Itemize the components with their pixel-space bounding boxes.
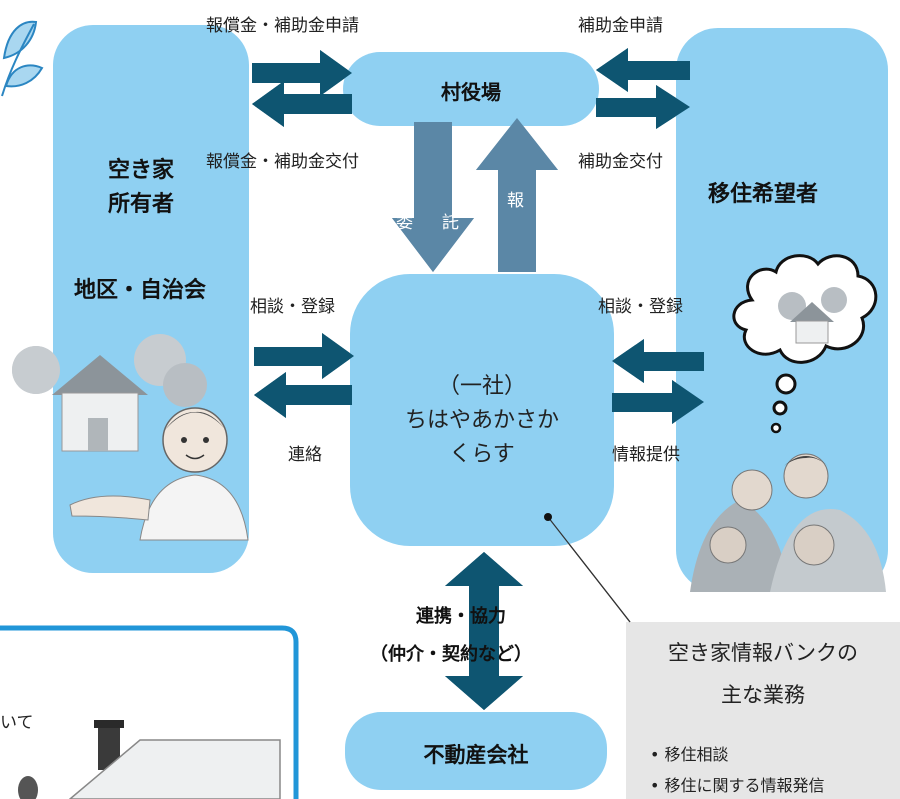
edge-contact: 連絡 bbox=[288, 445, 322, 465]
village-office-node bbox=[343, 52, 599, 126]
center-label-line2: ちはやあかさか bbox=[404, 408, 559, 433]
center-label-line3: くらす bbox=[449, 442, 515, 467]
bank-title-line1: 空き家情報バンクの bbox=[667, 641, 859, 665]
edge-office-to-owner: 報償金・補助金交付 bbox=[206, 152, 359, 172]
edge-info: 情報提供 bbox=[612, 445, 680, 465]
realestate-label: 不動産会社 bbox=[423, 743, 529, 767]
bank-item: • 移住に関する情報発信 bbox=[650, 776, 825, 795]
edge-entrust-2: 託 bbox=[442, 213, 459, 233]
info-frame bbox=[0, 625, 299, 799]
edge-cooperation-line1: 連携・協力 bbox=[416, 606, 506, 627]
edge-migrant-consult: 相談・登録 bbox=[598, 297, 683, 317]
edge-entrust-1: 委 bbox=[396, 213, 413, 233]
bank-info-box bbox=[626, 622, 900, 799]
realestate-node bbox=[345, 712, 607, 790]
leaf-icon bbox=[1, 20, 44, 97]
edge-report-2: 告 bbox=[553, 191, 570, 211]
edge-cooperation-line2: （仲介・契約など） bbox=[370, 644, 532, 665]
bank-item: • 移住相談 bbox=[650, 745, 729, 764]
edge-report-1: 報 bbox=[507, 191, 524, 211]
center-node bbox=[350, 274, 614, 546]
edge-office-to-migrant: 補助金交付 bbox=[578, 152, 663, 172]
edge-migrant-to-office: 補助金申請 bbox=[578, 16, 663, 36]
bank-title-line2: 主な業務 bbox=[721, 683, 805, 707]
migrant-label: 移住希望者 bbox=[708, 182, 819, 207]
bottom-house-illustration bbox=[18, 720, 281, 799]
owner-label-line1: 空き家 bbox=[108, 158, 175, 183]
village-office-label: 村役場 bbox=[441, 80, 501, 104]
edge-owner-consult: 相談・登録 bbox=[250, 297, 335, 317]
district-label: 地区・自治会 bbox=[74, 278, 207, 303]
partial-text: いて bbox=[0, 713, 34, 733]
center-label-line1: （一社） bbox=[437, 374, 526, 399]
edge-owner-to-office: 報償金・補助金申請 bbox=[206, 16, 359, 36]
owner-label-line2: 所有者 bbox=[108, 192, 175, 217]
